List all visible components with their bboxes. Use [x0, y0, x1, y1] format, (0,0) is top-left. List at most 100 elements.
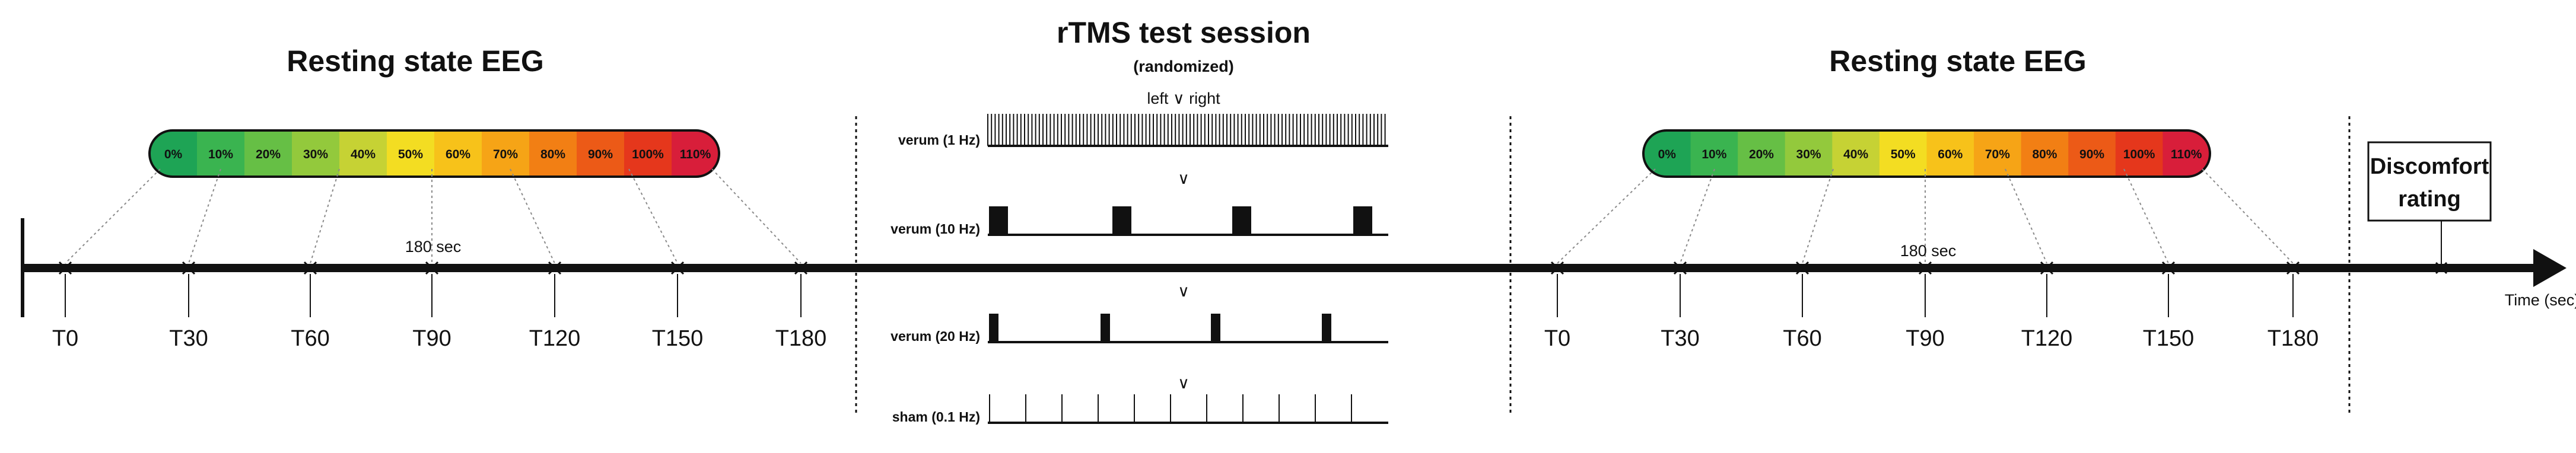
- scale-post-label: 60%: [1938, 148, 1963, 161]
- discomfort-rating-line2: rating: [2398, 187, 2461, 212]
- scale-post-label: 40%: [1843, 148, 1868, 161]
- tick-post-label: T30: [1661, 326, 1699, 351]
- scale-post-label: 50%: [1891, 148, 1916, 161]
- protocol-pulse-train: [988, 394, 1388, 424]
- tick-post-marker: [1673, 261, 1687, 275]
- scale-post-label: 100%: [2123, 148, 2155, 161]
- scale-post-outline: [1642, 129, 2211, 178]
- rtms-sides: left ∨ right: [1147, 90, 1220, 107]
- discomfort-rating-line1: Discomfort: [2370, 154, 2489, 179]
- discomfort-rating-box: [2367, 141, 2492, 222]
- scale-post-label: 70%: [1985, 148, 2010, 161]
- protocol-label: verum (1 Hz): [898, 132, 980, 148]
- scale-guide-line: [2005, 168, 2047, 264]
- scale-guide-line: [310, 168, 340, 264]
- rtms-title: rTMS test session: [1057, 16, 1311, 49]
- scale-guide-line: [65, 168, 161, 264]
- tick-post-marker: [1550, 261, 1564, 275]
- tick-pre-marker: [794, 261, 808, 275]
- scale-pre-label: 30%: [303, 148, 328, 161]
- scale-pre-segment: [434, 130, 482, 177]
- tick-post-label: T60: [1783, 326, 1821, 351]
- scale-pre-label: 80%: [540, 148, 565, 161]
- scale-post-label: 80%: [2032, 148, 2057, 161]
- tick-post-label: T180: [2267, 326, 2319, 351]
- protocol-or-symbol: ∨: [1178, 170, 1190, 187]
- tick-post-label: T150: [2143, 326, 2195, 351]
- protocol-or-symbol: ∨: [1178, 374, 1190, 392]
- duration-post: 180 sec: [1900, 242, 1957, 260]
- scale-guide-line: [188, 168, 221, 264]
- scale-post-label: 90%: [2079, 148, 2104, 161]
- scale-guides: [65, 168, 2294, 264]
- timeline-axis-label: Time (sec): [2505, 291, 2576, 309]
- tick-pre-marker: [425, 261, 439, 275]
- protocol-or-symbol: ∨: [1178, 282, 1190, 300]
- rest-post-title: Resting state EEG: [1829, 44, 2086, 78]
- tick-pre-label: T90: [412, 326, 451, 351]
- scale-pre-segment: [244, 130, 292, 177]
- tick-post-marker: [1795, 261, 1809, 275]
- scale-pre-label: 40%: [351, 148, 376, 161]
- scale-post-segment: [1879, 130, 1928, 177]
- scale-pre-segment: [197, 130, 245, 177]
- scale-pre-label: 10%: [208, 148, 233, 161]
- scale-pre-label: 0%: [164, 148, 183, 161]
- scale-post-segment: [1926, 130, 1975, 177]
- scale-post-segment: [1832, 130, 1880, 177]
- timeline-arrowhead: [2533, 249, 2567, 287]
- scale-post-segment: [1785, 130, 1833, 177]
- scale-pre-segment: [150, 130, 198, 177]
- scale-post-label: 30%: [1796, 148, 1821, 161]
- tick-pre-label: T120: [529, 326, 581, 351]
- scale-post-segment: [1738, 130, 1786, 177]
- tick-pre-marker: [670, 261, 685, 275]
- scale-guide-line: [711, 168, 802, 264]
- tick-pre-marker: [548, 261, 562, 275]
- tick-pre-label: T30: [169, 326, 208, 351]
- tick-post-label: T120: [2021, 326, 2073, 351]
- scale-pre-segment: [339, 130, 387, 177]
- protocol-label: verum (20 Hz): [891, 328, 980, 344]
- scale-pre-outline: [148, 129, 720, 178]
- scale-pre-label: 20%: [256, 148, 281, 161]
- scale-pre-label: 90%: [588, 148, 613, 161]
- rtms-subtitle: (randomized): [1133, 58, 1234, 75]
- scale-guide-line: [2202, 168, 2294, 264]
- tick-pre-label: T150: [652, 326, 704, 351]
- tick-pre-marker: [182, 261, 196, 275]
- rtms-protocols: verum (1 Hz) verum (10 Hz) verum (20 Hz) sh…: [891, 114, 1388, 425]
- discomfort-rating-marker: [2435, 261, 2448, 275]
- scale-pre-segment: [624, 130, 672, 177]
- tick-post-label: T0: [1544, 326, 1570, 351]
- scale-pre-segment: [577, 130, 625, 177]
- scale-guide-line: [510, 168, 555, 264]
- scale-post-segment: [2162, 130, 2210, 177]
- protocol-label: verum (10 Hz): [891, 221, 980, 237]
- tick-pre-label: T0: [52, 326, 78, 351]
- discomfort-scale-pre: 0%10%20%30%40%50%60%70%80%90%100%110%: [148, 129, 720, 178]
- rest-pre-title: Resting state EEG: [287, 44, 543, 78]
- scale-pre-segment: [672, 130, 719, 177]
- protocol-pulse-train: [987, 114, 1388, 147]
- scale-post-label: 0%: [1658, 148, 1677, 161]
- scale-guide-line: [1802, 168, 1834, 264]
- scale-post-segment: [2021, 130, 2069, 177]
- scale-guide-line: [1680, 168, 1715, 264]
- scale-pre-segment: [387, 130, 435, 177]
- protocol-label: sham (0.1 Hz): [892, 409, 980, 425]
- tick-pre-label: T180: [775, 326, 827, 351]
- scale-pre-label: 70%: [493, 148, 518, 161]
- scale-guide-line: [2123, 168, 2169, 264]
- scale-post-label: 20%: [1749, 148, 1774, 161]
- scale-post-label: 110%: [2171, 148, 2202, 161]
- scale-pre-segment: [482, 130, 530, 177]
- discomfort-scale-post: 0%10%20%30%40%50%60%70%80%90%100%110%: [1642, 129, 2211, 178]
- tick-pre-label: T60: [291, 326, 329, 351]
- tick-post-marker: [2040, 261, 2054, 275]
- tick-post-marker: [1918, 261, 1932, 275]
- scale-pre-segment: [292, 130, 340, 177]
- tick-post-marker: [2161, 261, 2176, 275]
